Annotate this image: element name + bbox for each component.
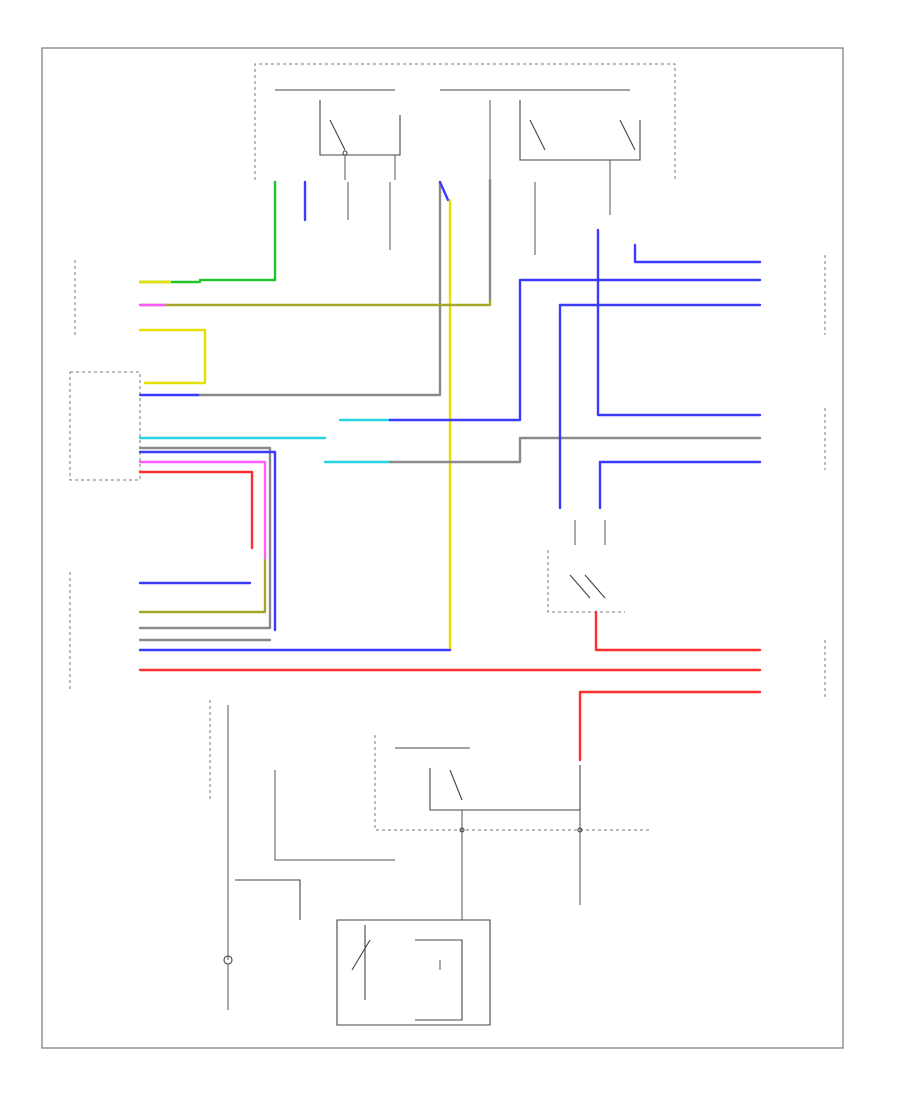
right-signal-wires bbox=[323, 228, 762, 510]
lower-left-wires bbox=[138, 581, 762, 672]
module-left-upper bbox=[69, 371, 141, 481]
lower-power-wire bbox=[578, 690, 762, 762]
lower-relay-box bbox=[374, 735, 650, 920]
middle-left-wires bbox=[138, 436, 327, 632]
relay-left bbox=[275, 89, 401, 180]
upper-left-wires bbox=[138, 280, 492, 397]
relay-right bbox=[440, 89, 641, 300]
diagram-frame bbox=[41, 47, 844, 1049]
left-lower-circuit bbox=[209, 700, 395, 1010]
starter-box bbox=[336, 919, 491, 1026]
fuse-box-outline bbox=[254, 63, 676, 180]
fuse-box-pins bbox=[198, 178, 536, 652]
junction-box bbox=[547, 520, 762, 652]
